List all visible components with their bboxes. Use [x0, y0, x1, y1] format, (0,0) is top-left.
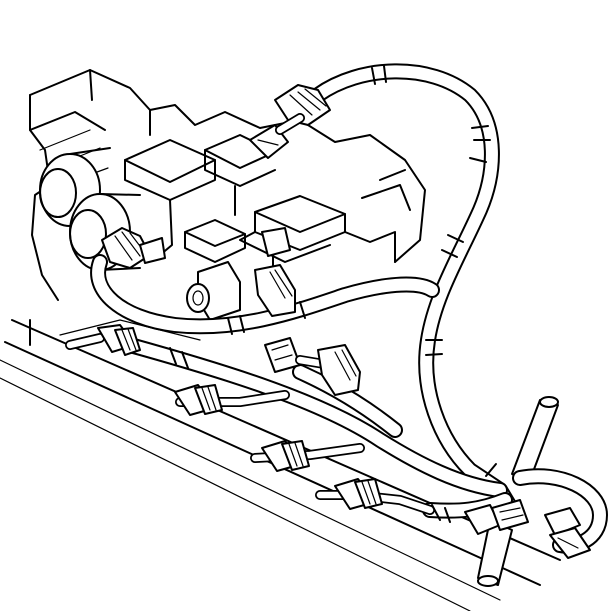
sensor-plug [186, 261, 241, 321]
left-connector [101, 227, 166, 269]
injector-connector-4 [315, 478, 451, 523]
injector-connector-3 [250, 440, 365, 472]
main-harness [310, 63, 523, 523]
central-connector [264, 337, 361, 396]
top-connector [249, 84, 331, 159]
bottom-right-connectors [464, 396, 608, 587]
injector-connectors [65, 324, 451, 523]
injector-connector-1 [65, 324, 141, 356]
injector-connector-2 [174, 384, 290, 416]
cylinder-shapes [39, 147, 141, 271]
middle-clip [254, 227, 296, 317]
lower-harness [90, 254, 513, 519]
